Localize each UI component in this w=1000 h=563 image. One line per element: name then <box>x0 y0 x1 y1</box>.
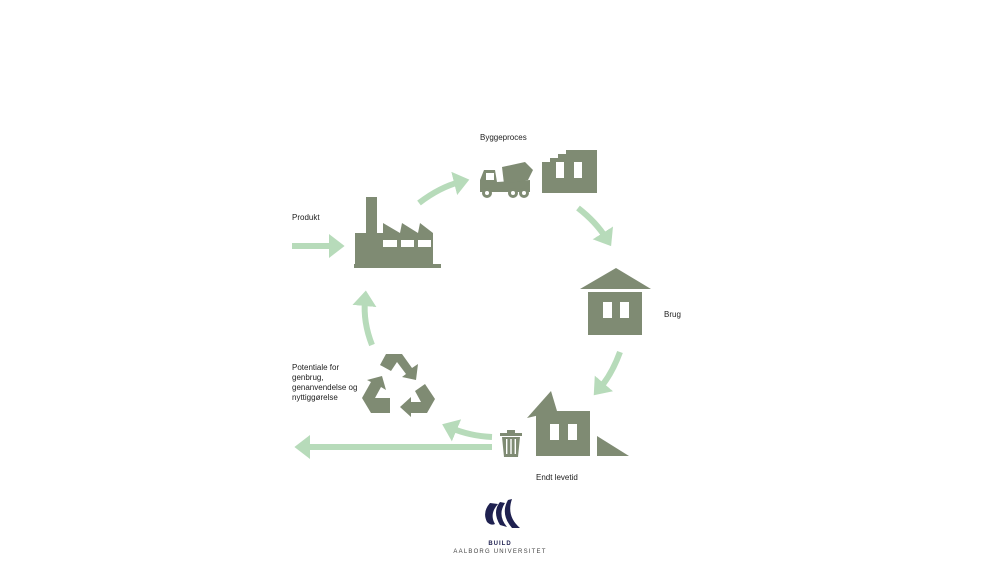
trash-can-icon <box>500 430 522 457</box>
house-icon <box>580 268 651 335</box>
cement-truck-icon <box>480 162 533 198</box>
arrow-use-to-end <box>593 350 623 396</box>
label-byggeproces: Byggeproces <box>480 133 527 142</box>
logo-unit: BUILD <box>488 541 512 547</box>
arrow-recycle-to-factory <box>352 290 377 347</box>
factory-icon <box>354 197 441 268</box>
demolished-house-icon <box>527 391 629 456</box>
label-brug: Brug <box>664 310 681 319</box>
label-line: Potentiale for <box>292 363 340 372</box>
label-endt-levetid: Endt levetid <box>536 473 578 482</box>
label-line: genanvendelse og <box>292 383 358 392</box>
arrow-end-to-recycle <box>442 419 493 442</box>
label-line: nyttiggørelse <box>292 393 338 402</box>
label-potentiale: Potentiale for genbrug, genanvendelse og… <box>292 363 357 403</box>
arrow-build-to-use <box>576 205 613 247</box>
arrow-factory-to-build <box>417 171 470 206</box>
recycle-icon <box>362 354 435 417</box>
label-line: genbrug, <box>292 373 324 382</box>
flow-arrows <box>292 171 623 459</box>
building-construction-icon <box>542 150 597 193</box>
aau-logo-icon <box>485 499 520 528</box>
label-produkt: Produkt <box>292 213 320 222</box>
logo-university: AALBORG UNIVERSITET <box>453 549 547 555</box>
